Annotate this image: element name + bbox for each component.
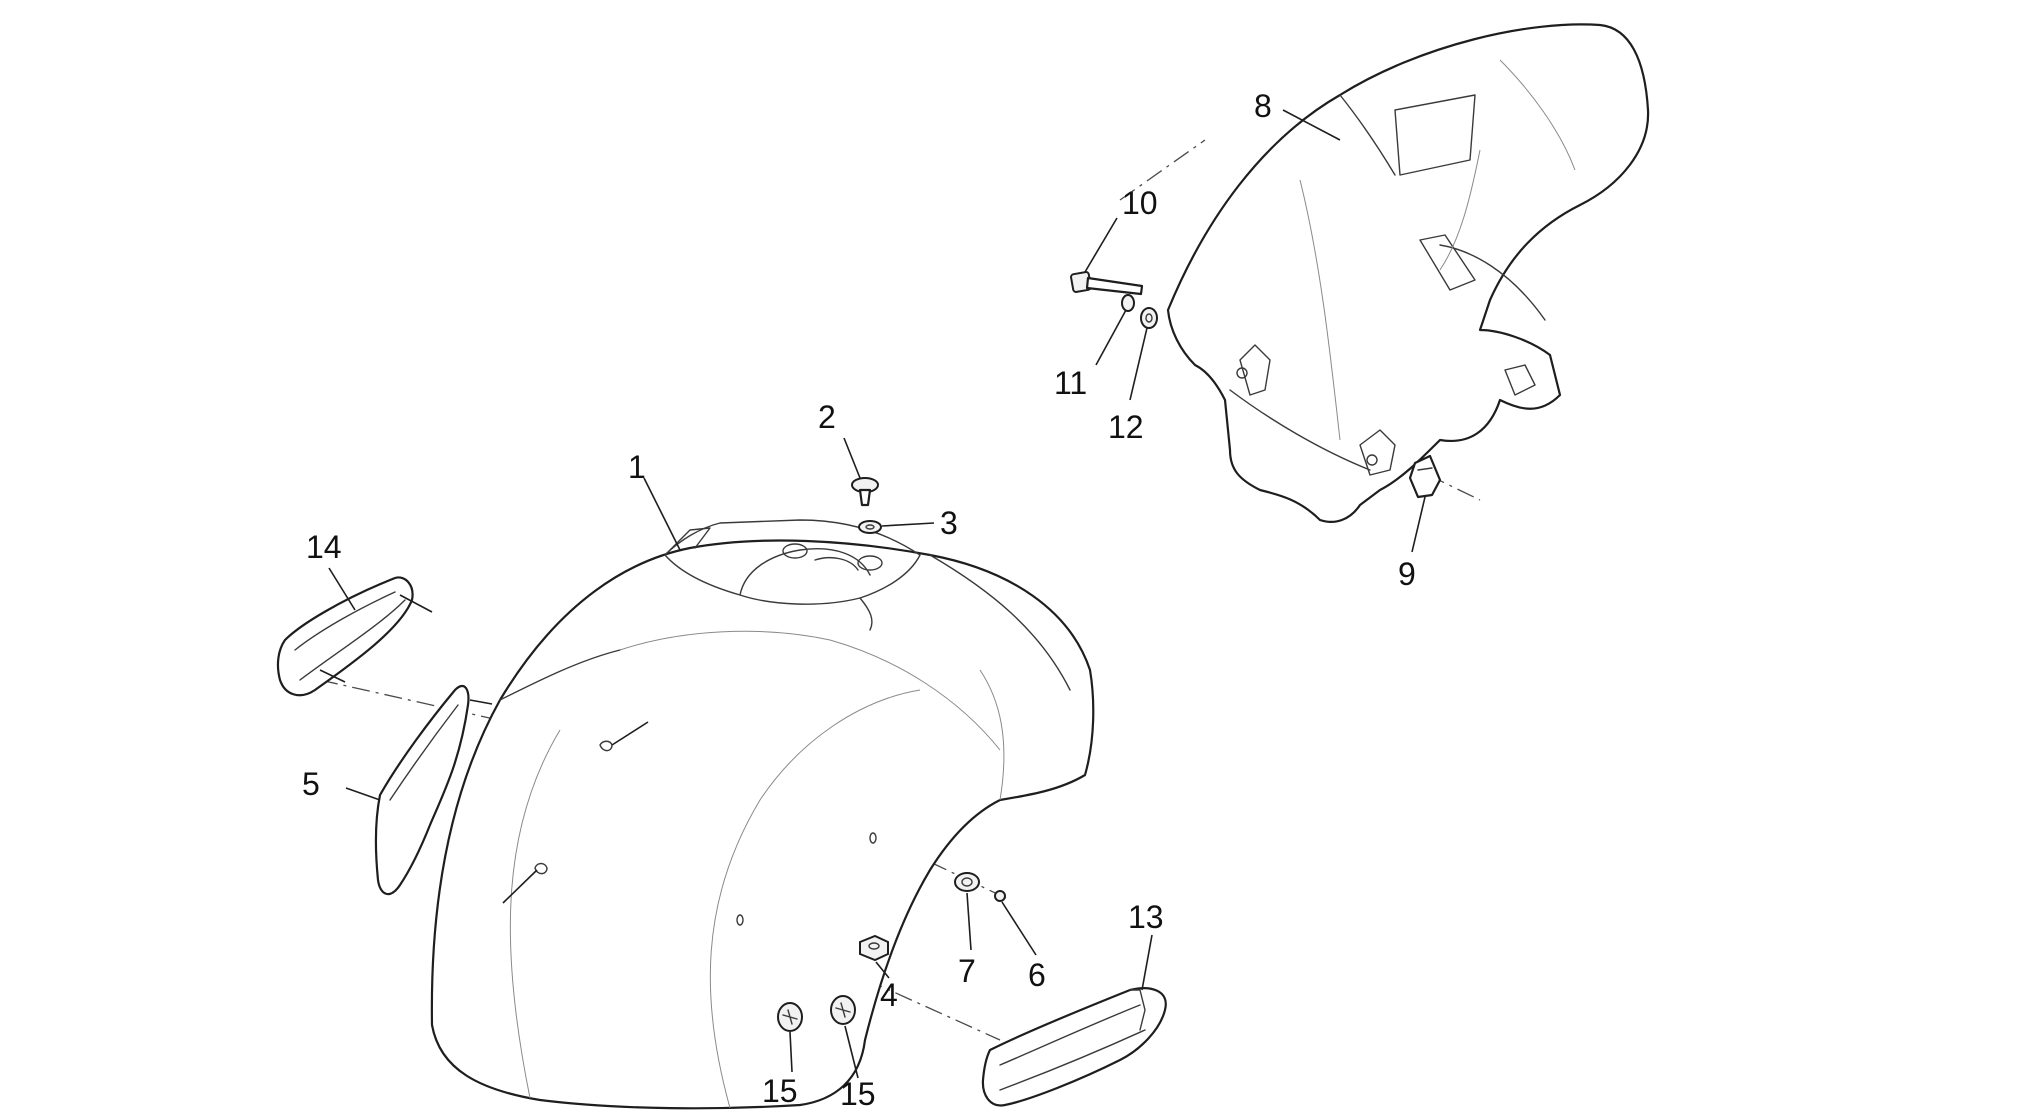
reflector[interactable] [374,684,493,896]
callout-5: 5 [302,766,320,802]
bolt[interactable] [1070,271,1144,296]
callout-15-left: 15 [762,1073,798,1109]
rear-mudguard[interactable] [1166,23,1650,523]
grommet[interactable] [954,872,980,892]
washer-3[interactable] [858,520,882,534]
plug-cap-left[interactable] [777,1002,803,1032]
callout-2: 2 [818,399,836,435]
washer-12[interactable] [1140,307,1158,329]
plug-cap-right[interactable] [830,995,856,1025]
screw[interactable] [851,477,879,507]
callout-14: 14 [306,529,342,565]
callout-labels: 1 2 3 4 5 6 7 8 9 10 11 12 13 14 15 15 [302,88,1416,1112]
callout-15-right: 15 [840,1076,876,1112]
air-duct[interactable] [981,987,1167,1107]
callout-8: 8 [1254,88,1272,124]
washer-11[interactable] [1121,294,1135,312]
callout-12: 12 [1108,409,1144,445]
callout-11: 11 [1054,365,1087,401]
callout-13: 13 [1128,899,1164,935]
small-screw[interactable] [994,890,1006,902]
callout-6: 6 [1028,957,1046,993]
front-mudguard[interactable] [430,519,1095,1110]
callout-1: 1 [628,449,646,485]
clip-nut[interactable] [1408,454,1442,499]
callout-7: 7 [958,953,976,989]
leader-lines [328,109,1426,1079]
callout-10: 10 [1122,185,1158,221]
callout-3: 3 [940,505,958,541]
reflector-housing[interactable] [276,576,433,697]
callout-4: 4 [880,977,898,1013]
callout-9: 9 [1398,556,1416,592]
nut[interactable] [859,934,889,962]
